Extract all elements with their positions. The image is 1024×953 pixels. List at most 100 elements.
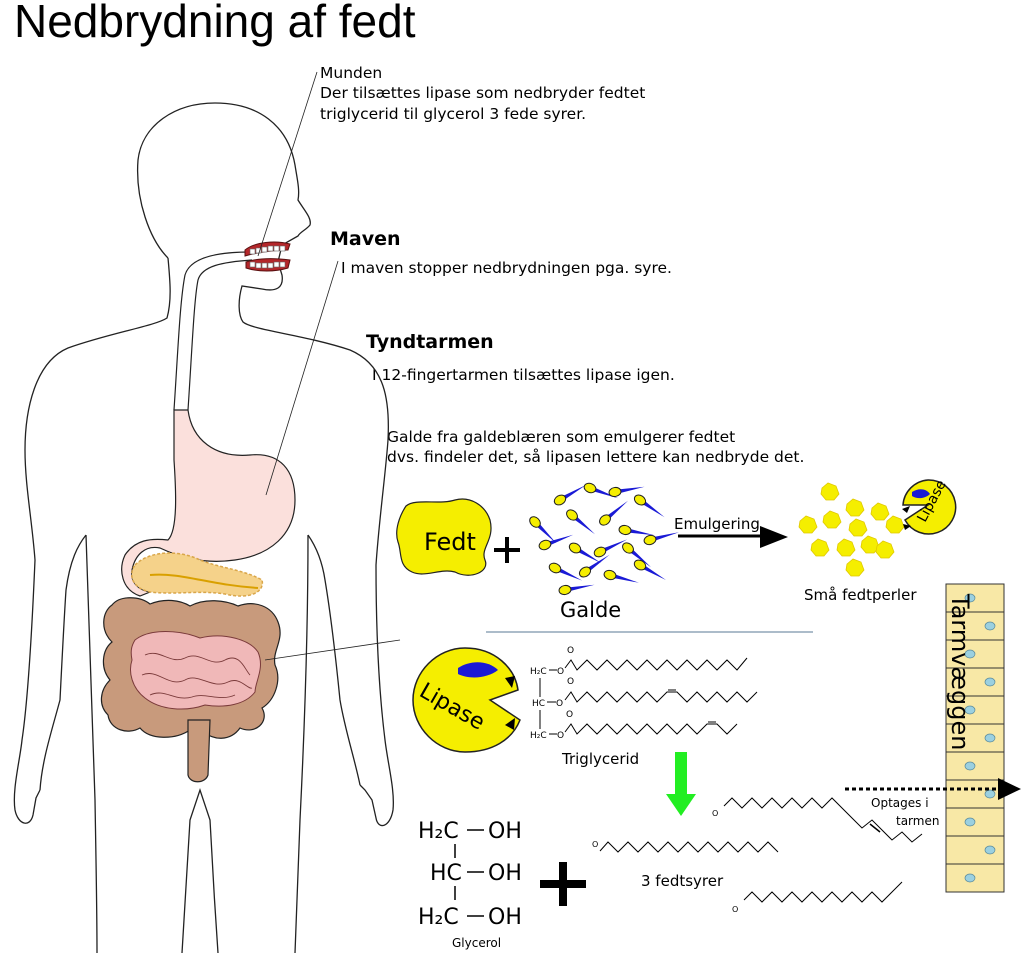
fat-droplet: [836, 538, 856, 557]
bile-molecules: [529, 482, 679, 596]
pointer-lines: [257, 71, 401, 661]
cell-nucleus: [964, 649, 976, 659]
bile-molecule: [566, 509, 595, 535]
cell-nucleus: [984, 845, 996, 855]
sma-fedtperler-label: Små fedtperler: [804, 586, 917, 604]
triglycerid-label: Triglycerid: [561, 750, 639, 768]
cell-nucleus: [964, 761, 976, 771]
bile-molecule: [548, 562, 583, 581]
bile-molecule: [603, 569, 639, 583]
esophagus: [173, 251, 253, 411]
galde-text-line2: dvs. findeler det, så lipasen lettere ka…: [387, 448, 805, 466]
page-title: Nedbrydning af fedt: [14, 0, 416, 47]
tg-h2c-2: H₂C: [530, 731, 547, 741]
cell-nucleus: [984, 677, 996, 687]
galde-text-line1: Galde fra galdeblæren som emulgerer fedt…: [387, 428, 736, 446]
tarmvaeggen-label: Tarmvæggen: [946, 593, 974, 750]
bile-molecule: [568, 542, 601, 563]
small-fat-droplets: [798, 482, 905, 577]
tyndtarmen-heading: Tyndtarmen: [366, 331, 494, 353]
tg-o-4: O: [567, 646, 574, 656]
cell-nucleus: [964, 705, 976, 715]
small-intestine-coils: [141, 652, 253, 699]
fa-o-1: O: [592, 840, 598, 849]
bile-molecule: [608, 486, 645, 498]
fedt-blob: [396, 498, 492, 576]
green-arrow: [666, 752, 696, 816]
fat-droplet: [810, 538, 830, 557]
absorption-arrow: [845, 778, 1021, 800]
cell-nucleus: [964, 593, 976, 603]
bile-molecule: [553, 485, 586, 506]
glycerol-h2c-bot: H₂C: [418, 905, 459, 930]
bile-molecule: [643, 532, 679, 546]
bile-molecule: [633, 494, 665, 518]
fat-droplet: [870, 502, 890, 521]
tg-o-3: O: [557, 731, 564, 741]
fat-droplet: [845, 498, 865, 517]
maven-text: I maven stopper nedbrydningen pga. syre.: [341, 259, 672, 277]
fat-droplet: [820, 482, 840, 501]
mouth-teeth: [244, 241, 291, 272]
bile-molecule: [538, 534, 574, 551]
fat-droplet: [822, 510, 842, 529]
stomach: [121, 409, 296, 597]
body-outline: [13, 102, 395, 953]
glycerol-h2c-top: H₂C: [418, 819, 459, 844]
wall-cell: [945, 751, 1005, 781]
glycerol-label: Glycerol: [452, 936, 501, 950]
tg-hc: HC: [532, 699, 545, 709]
tg-o-2: O: [556, 699, 563, 709]
munden-text-line1: Der tilsættes lipase som nedbryder fedte…: [320, 84, 646, 102]
fedt-label: Fedt: [424, 528, 476, 556]
glycerol-oh-3: OH: [488, 905, 522, 930]
munden-heading: Munden: [320, 64, 383, 82]
intestinal-wall: [945, 583, 1005, 893]
wall-cell: [945, 611, 1005, 641]
cell-nucleus: [964, 817, 976, 827]
tyndtarmen-text: I 12-fingertarmen tilsættes lipase igen.: [372, 366, 675, 384]
plus-sign-1: [494, 537, 520, 563]
galde-label: Galde: [560, 598, 621, 622]
bile-molecule: [622, 542, 651, 568]
fat-droplet: [798, 515, 818, 534]
tg-o-1: O: [557, 667, 564, 677]
glycerol-hc: HC: [430, 861, 462, 886]
emulgering-label: Emulgering: [674, 515, 760, 533]
maven-heading: Maven: [330, 228, 401, 250]
bile-molecule: [593, 539, 628, 558]
optages-line1: Optages i: [871, 796, 929, 810]
tg-h2c-1: H₂C: [530, 667, 547, 677]
bile-molecule: [618, 524, 655, 536]
bile-molecule: [578, 554, 610, 578]
tg-o-6: O: [566, 710, 573, 720]
glycerol-oh-2: OH: [488, 861, 522, 886]
fat-droplet: [845, 558, 865, 577]
bile-molecule: [529, 516, 557, 544]
fat-droplet: [885, 515, 905, 534]
lipase-large: Lipase: [412, 647, 521, 753]
plus-sign-2: [540, 862, 586, 906]
fedtsyrer-label: 3 fedtsyrer: [641, 872, 724, 890]
lipase-small: Lipase: [902, 478, 957, 535]
tg-o-5: O: [567, 677, 574, 687]
small-intestine: [130, 631, 261, 710]
cell-nucleus: [964, 873, 976, 883]
fat-droplet: [875, 540, 895, 559]
fat-droplet: [848, 518, 868, 537]
bile-molecule: [633, 559, 666, 580]
bile-molecule: [558, 584, 595, 596]
fatty-acids: [599, 797, 923, 903]
bile-duct: [149, 573, 259, 589]
glycerol-structure: H₂C HC H₂C OH OH OH Glycerol: [418, 819, 522, 950]
optages-line2: tarmen: [896, 814, 939, 828]
emulgering-arrow: [678, 526, 788, 548]
fa-o-3: O: [732, 905, 738, 914]
bile-molecule: [599, 500, 628, 526]
munden-text-line2: triglycerid til glycerol 3 fede syrer.: [320, 105, 587, 123]
cell-nucleus: [984, 621, 996, 631]
cell-nucleus: [984, 733, 996, 743]
triglyceride-structure: H₂C HC H₂C O O O O O O Triglycerid: [530, 646, 758, 768]
glycerol-oh-1: OH: [488, 819, 522, 844]
